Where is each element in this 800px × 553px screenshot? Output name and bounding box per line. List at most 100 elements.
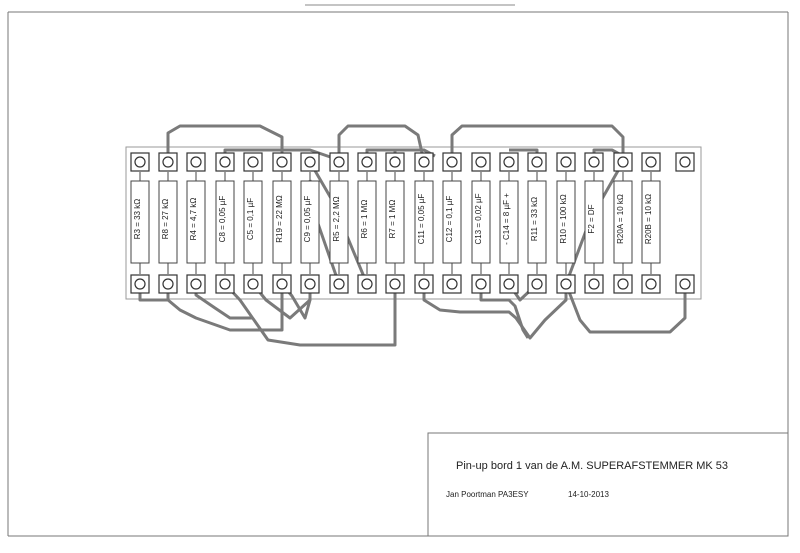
terminal-bottom-2: [158, 274, 178, 294]
terminal-eyelet: [389, 156, 401, 168]
component-body: [556, 180, 576, 264]
terminal-layer: [130, 152, 695, 294]
terminal-top-1: [130, 152, 150, 172]
terminal-eyelet: [219, 156, 231, 168]
terminal-eyelet: [162, 278, 174, 290]
component-label: R3 = 33 kΩ: [133, 199, 142, 239]
terminal-eyelet: [162, 156, 174, 168]
component-body: [272, 180, 292, 264]
terminal-bottom-8: [329, 274, 349, 294]
component-label: C9 = 0,05 µF: [303, 196, 312, 243]
terminal-eyelet: [617, 278, 629, 290]
terminal-bottom-20: [675, 274, 695, 294]
terminal-eyelet: [361, 278, 373, 290]
terminal-top-12: [442, 152, 462, 172]
component-7: C9 = 0,05 µF: [300, 172, 320, 274]
component-label: - C14 = 8 µF +: [502, 193, 511, 245]
component-10: R7 = 1 MΩ: [385, 172, 405, 274]
terminal-eyelet: [134, 156, 146, 168]
terminal-top-7: [300, 152, 320, 172]
component-label: C13 = 0,02 µF: [474, 193, 483, 244]
terminal-eyelet: [333, 278, 345, 290]
component-body: [357, 180, 377, 264]
component-body: [385, 180, 405, 264]
component-body: [442, 180, 462, 264]
component-body: [499, 180, 519, 264]
wire-3: [450, 124, 625, 162]
terminal-eyelet: [645, 156, 657, 168]
terminal-bottom-18: [613, 274, 633, 294]
component-body: [527, 180, 547, 264]
terminal-eyelet: [503, 156, 515, 168]
component-label: R5 = 2,2 MΩ: [332, 196, 341, 241]
terminal-eyelet: [531, 156, 543, 168]
drawing-author: Jan Poortman PA3ESY: [446, 490, 529, 499]
component-19: R20B = 10 kΩ: [641, 172, 661, 274]
terminal-top-4: [215, 152, 235, 172]
terminal-eyelet: [389, 278, 401, 290]
terminal-top-16: [556, 152, 576, 172]
terminal-bottom-12: [442, 274, 462, 294]
component-label: R20B = 10 kΩ: [644, 194, 653, 244]
title-block: Pin-up bord 1 van de A.M. SUPERAFSTEMMER…: [428, 433, 788, 536]
terminal-top-3: [186, 152, 206, 172]
terminal-top-11: [414, 152, 434, 172]
component-body: [300, 180, 320, 264]
title-block-frame: [427, 432, 789, 537]
component-body: [471, 180, 491, 264]
component-body: [243, 180, 263, 264]
component-label: F2 = DF: [587, 204, 596, 233]
component-body: [641, 180, 661, 264]
terminal-eyelet: [276, 156, 288, 168]
component-label: C11 = 0,05 µF: [417, 194, 426, 245]
terminal-eyelet: [531, 278, 543, 290]
component-label: C12 = 0,1 µF: [445, 196, 454, 243]
component-16: R10 = 100 kΩ: [556, 172, 576, 274]
terminal-top-6: [272, 152, 292, 172]
component-18: R20A = 10 kΩ: [613, 172, 633, 274]
wire-16: [479, 284, 530, 339]
component-body: [584, 180, 604, 264]
terminal-bottom-17: [584, 274, 604, 294]
terminal-eyelet: [134, 278, 146, 290]
component-label: R8 = 27 kΩ: [161, 199, 170, 239]
terminal-eyelet: [679, 156, 691, 168]
terminal-top-13: [471, 152, 491, 172]
terminal-top-19: [641, 152, 661, 172]
terminal-bottom-6: [272, 274, 292, 294]
terminal-bottom-19: [641, 274, 661, 294]
terminal-top-15: [527, 152, 547, 172]
terminal-top-14: [499, 152, 519, 172]
component-3: R4 = 4,7 kΩ: [186, 172, 206, 274]
terminal-bottom-3: [186, 274, 206, 294]
wire-15: [422, 284, 568, 340]
terminal-bottom-5: [243, 274, 263, 294]
terminal-eyelet: [475, 156, 487, 168]
terminal-eyelet: [247, 278, 259, 290]
component-label: R20A = 10 kΩ: [616, 194, 625, 244]
terminal-eyelet: [190, 156, 202, 168]
terminal-eyelet: [446, 278, 458, 290]
component-label: R19 = 22 MΩ: [275, 195, 284, 243]
component-label: R7 = 1 MΩ: [388, 200, 397, 239]
terminal-bottom-11: [414, 274, 434, 294]
terminal-bottom-9: [357, 274, 377, 294]
drawing-date: 14-10-2013: [568, 490, 609, 499]
terminal-top-8: [329, 152, 349, 172]
component-8: R5 = 2,2 MΩ: [329, 172, 349, 274]
component-1: R3 = 33 kΩ: [130, 172, 150, 274]
terminal-bottom-14: [499, 274, 519, 294]
terminal-eyelet: [588, 156, 600, 168]
terminal-eyelet: [645, 278, 657, 290]
wire-1: [166, 124, 284, 162]
wire-13: [251, 283, 312, 320]
wire-18: [564, 283, 687, 334]
terminal-eyelet: [679, 278, 691, 290]
terminal-eyelet: [190, 278, 202, 290]
component-label: R11 = 33 kΩ: [530, 197, 539, 241]
terminal-eyelet: [418, 156, 430, 168]
wire-12: [223, 282, 397, 347]
wire-2: [337, 124, 426, 163]
